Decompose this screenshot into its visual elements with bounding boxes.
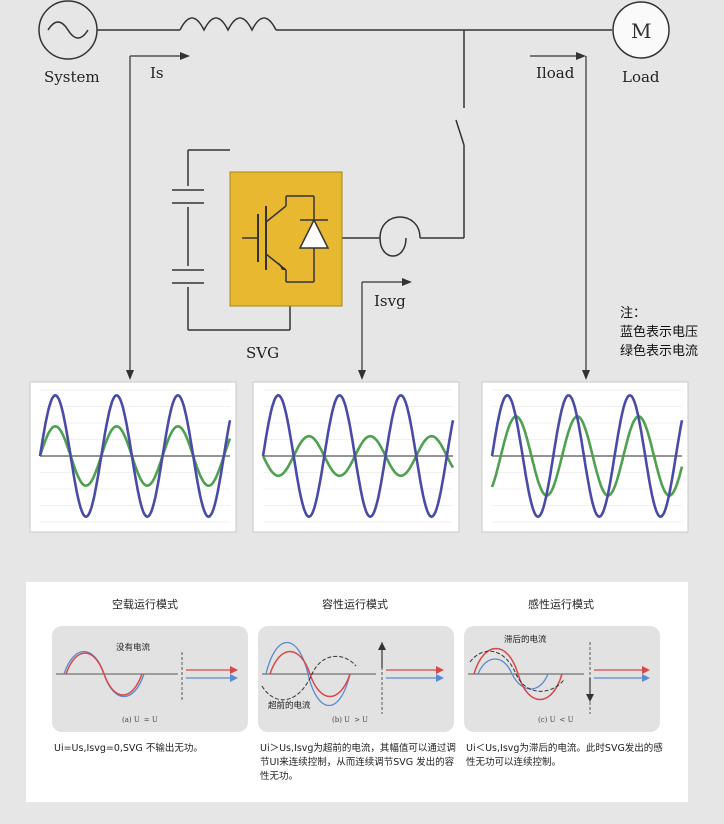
mode-c-description: Ui＜Us,Isvg为滞后的电流。此时SVG发出的感性无功可以连续控制。: [466, 743, 663, 768]
inductor-icon: [179, 17, 277, 32]
isvg-label: Isvg: [374, 292, 406, 310]
waveform-panels: [29, 381, 689, 533]
circuit-diagram: System M Load Is Iload: [38, 0, 670, 380]
mode-b-annotation: 超前的电流: [268, 700, 311, 711]
capacitive-voltage-wave: [261, 393, 455, 519]
legend-note: 注： 蓝色表示电压 绿色表示电流: [620, 304, 698, 361]
svg-label: SVG: [246, 344, 279, 362]
svg-converter-block: [229, 171, 343, 307]
mode-a-caption: (a) U= U: [122, 716, 158, 724]
capacitive-current-wave: [261, 434, 455, 478]
reactor-icon: [342, 216, 421, 257]
inductive-voltage-wave: [490, 393, 684, 519]
modes-panel: 空载运行模式 没有电流 (a) U= U Ui=Us,Isvg=0,SVG 不输…: [26, 582, 688, 802]
mode-b-diagram: 超前的电流 (b) U> U: [258, 626, 454, 732]
load-label: Load: [622, 68, 660, 86]
ac-source-icon: [38, 0, 98, 60]
mode-a-diagram: 没有电流 (a) U= U: [52, 626, 248, 732]
system-label: System: [44, 68, 100, 86]
mode-c-title: 感性运行模式: [528, 598, 594, 611]
no-load-voltage-wave: [38, 393, 232, 519]
inductive-current-wave: [490, 415, 684, 497]
is-probe-arrow: [126, 56, 134, 380]
mode-b-title: 容性运行模式: [322, 598, 388, 611]
is-label: Is: [150, 64, 164, 82]
note-voltage: 蓝色表示电压: [620, 325, 699, 340]
mode-b-caption: (b) U> U: [332, 716, 368, 724]
mode-c-annotation: 滞后的电流: [504, 634, 547, 645]
mode-a-title: 空载运行模式: [112, 598, 178, 611]
mode-b-svg: 超前的电流 (b) U> U: [261, 642, 444, 724]
mode-c-caption: (c) U< U: [538, 716, 574, 724]
mode-a-annotation: 没有电流: [116, 642, 151, 653]
mode-c-svg: 滞后的电流 (c) U< U: [468, 634, 650, 724]
motor-symbol: M: [631, 19, 651, 43]
mode-a-svg: 没有电流 (a) U= U: [56, 642, 238, 724]
branch-switch: [420, 30, 465, 239]
iload-label: Iload: [536, 64, 575, 82]
dc-link: [172, 149, 291, 331]
isvg-arrow: [358, 278, 412, 380]
note-current: 绿色表示电流: [620, 344, 699, 359]
mode-a-description: Ui=Us,Isvg=0,SVG 不输出无功。: [54, 743, 203, 754]
mode-b-description: Ui＞Us,Isvg为超前的电流，其幅值可以通过调节UI来连续控制，从而连续调节…: [260, 743, 456, 782]
is-arrow: [130, 52, 190, 60]
iload-arrow: [530, 52, 586, 60]
note-title: 注：: [620, 306, 647, 321]
motor-icon: M: [612, 1, 670, 59]
mode-c-diagram: 滞后的电流 (c) U< U: [464, 626, 660, 732]
iload-probe-arrow: [582, 56, 590, 380]
